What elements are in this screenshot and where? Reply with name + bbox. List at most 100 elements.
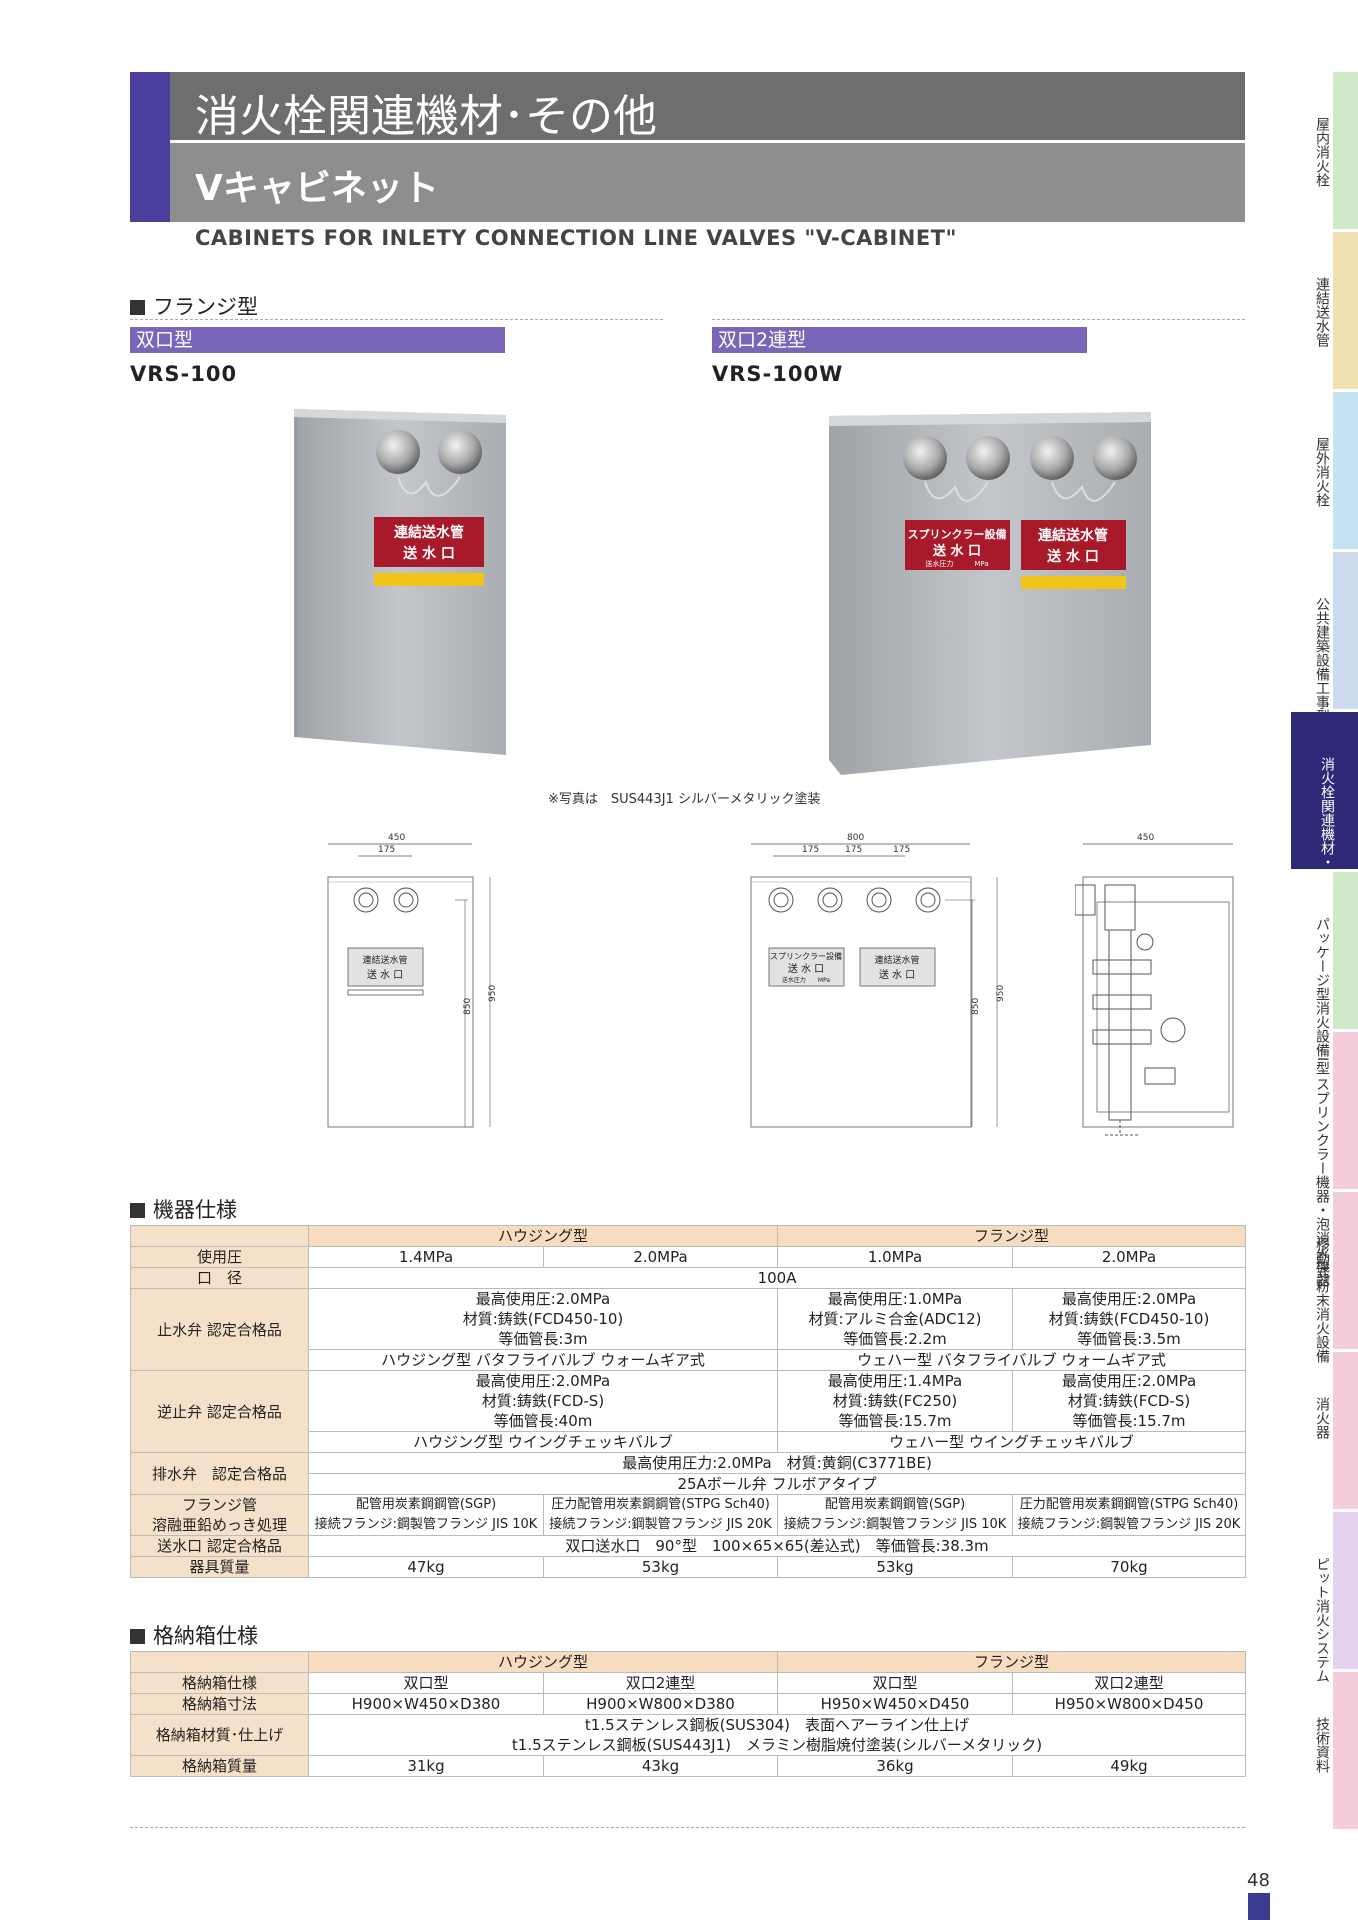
drawing-sign-text: 送 水 口 bbox=[367, 968, 403, 981]
drawing-sign-text: 連結送水管 bbox=[362, 954, 407, 966]
outlet-cap-icon bbox=[1030, 436, 1074, 480]
cell-line: 等価管長:15.7m bbox=[1072, 1412, 1186, 1430]
column-header-flange: フランジ型 bbox=[777, 1225, 1247, 1247]
cell-line: 最高使用圧:2.0MPa bbox=[1061, 1372, 1197, 1390]
cell-line: 等価管長:3.5m bbox=[1077, 1330, 1181, 1348]
sign-text: 連結送水管 bbox=[1038, 527, 1108, 544]
row-label: 器具質量 bbox=[130, 1556, 309, 1578]
column-header-housing: ハウジング型 bbox=[307, 1225, 779, 1247]
dimension-label: 450 bbox=[1137, 833, 1154, 843]
table-cell: 31kg bbox=[308, 1755, 544, 1777]
cell-line: 材質:アルミ合金(ADC12) bbox=[808, 1310, 982, 1328]
row-label: 止水弁 認定合格品 bbox=[130, 1288, 309, 1371]
row-label: 口 径 bbox=[130, 1267, 309, 1289]
table-cell: ウェハー型 バタフライバルブ ウォームギア式 bbox=[777, 1349, 1247, 1371]
side-tab-label[interactable]: 連結送水管 bbox=[1314, 277, 1330, 347]
side-tab-label[interactable]: パッケージ型消火設備I型 bbox=[1314, 917, 1330, 1076]
outlet-cap-icon bbox=[903, 436, 947, 480]
table-cell: 圧力配管用炭素鋼鋼管(STPG Sch40)接続フランジ:鋼製管フランジ JIS… bbox=[542, 1494, 779, 1536]
sign-text: 送水圧力 MPa bbox=[925, 559, 988, 568]
box-table: ハウジング型 フランジ型 格納箱仕様 双口型 双口2連型 双口型 双口2連型 格… bbox=[130, 1651, 1247, 1777]
side-tab-bar[interactable] bbox=[1333, 552, 1358, 709]
section-heading-text: 格納箱仕様 bbox=[153, 1624, 258, 1648]
side-tab-label[interactable]: 消火器 bbox=[1314, 1397, 1330, 1439]
cell-line: 接続フランジ:鋼製管フランジ JIS 20K bbox=[549, 1517, 772, 1532]
yellow-strip bbox=[374, 573, 484, 586]
row-label: 送水口 認定合格品 bbox=[130, 1535, 309, 1557]
table-cell: 圧力配管用炭素鋼鋼管(STPG Sch40)接続フランジ:鋼製管フランジ JIS… bbox=[1012, 1494, 1247, 1536]
row-label: 格納箱仕様 bbox=[130, 1672, 309, 1694]
table-row: 送水口 認定合格品 双口送水口 90°型 100×65×65(差込式) 等価管長… bbox=[130, 1535, 1247, 1557]
table-cell: 53kg bbox=[542, 1556, 779, 1578]
cell-line: 最高使用圧:1.4MPa bbox=[827, 1372, 963, 1390]
side-tab-label[interactable]: 公共建築設備工事型 bbox=[1314, 597, 1330, 723]
side-tab-bar[interactable] bbox=[1333, 1032, 1358, 1189]
header-title-bar: 消火栓関連機材･その他 bbox=[130, 72, 1245, 142]
side-tab-bar[interactable] bbox=[1333, 1192, 1358, 1349]
cell-line: 最高使用圧:2.0MPa bbox=[475, 1372, 611, 1390]
table-cell: 43kg bbox=[542, 1755, 779, 1777]
side-tab-label[interactable]: 消火栓関連機材・その他 bbox=[1319, 757, 1335, 911]
outlet-cap-icon bbox=[966, 436, 1010, 480]
sign-text: 送 水 口 bbox=[402, 545, 455, 562]
table-cell: 最高使用圧力:2.0MPa 材質:黄銅(C3771BE) bbox=[307, 1452, 1247, 1474]
side-tab-bar[interactable] bbox=[1333, 232, 1358, 389]
side-tab-bar[interactable] bbox=[1333, 1512, 1358, 1669]
row-label: 格納箱寸法 bbox=[130, 1693, 309, 1715]
side-tab-bar[interactable] bbox=[1333, 1672, 1358, 1829]
table-cell: 47kg bbox=[308, 1556, 544, 1578]
square-bullet-icon bbox=[130, 300, 145, 315]
table-row: 口 径 100A bbox=[130, 1267, 1247, 1289]
header-subtitle-bar: Vキャビネット bbox=[130, 143, 1245, 222]
drawing-sign-text: 送 水 口 bbox=[788, 962, 824, 975]
cell-line: 溶融亜鉛めっき処理 bbox=[151, 1516, 287, 1534]
cell-line: 接続フランジ:鋼製管フランジ JIS 20K bbox=[1017, 1517, 1241, 1532]
sign-text: 送 水 口 bbox=[932, 543, 981, 559]
table-cell: H900×W450×D380 bbox=[308, 1693, 544, 1715]
cell-line: 配管用炭素鋼鋼管(SGP) bbox=[355, 1497, 497, 1512]
table-cell: 2.0MPa bbox=[542, 1246, 779, 1268]
dimension-label: 175 bbox=[845, 845, 862, 855]
drawing-sign-text: 連結送水管 bbox=[874, 954, 919, 966]
table-cell: 2.0MPa bbox=[1012, 1246, 1247, 1268]
side-tab-bar[interactable] bbox=[1333, 392, 1358, 549]
yellow-strip bbox=[1021, 576, 1126, 589]
table-cell: 双口送水口 90°型 100×65×65(差込式) 等価管長:38.3m bbox=[307, 1535, 1247, 1557]
side-tab-label[interactable]: 屋外消火栓 bbox=[1314, 437, 1330, 507]
column-header-housing: ハウジング型 bbox=[307, 1651, 779, 1673]
side-tab-label[interactable]: 移動式粉末消火設備 bbox=[1314, 1237, 1330, 1363]
outlet-sign bbox=[374, 517, 484, 567]
section-heading-spec: 機器仕様 bbox=[130, 1194, 237, 1224]
table-row: ハウジング型 フランジ型 bbox=[130, 1651, 1247, 1673]
table-row: 格納箱質量 31kg 43kg 36kg 49kg bbox=[130, 1755, 1247, 1777]
drawing-vrs100w-front: 800 175 175 175 スプリンクラー設備 送 水 口 送水圧力 MPa… bbox=[750, 833, 1006, 1128]
row-label: 格納箱質量 bbox=[130, 1755, 309, 1777]
side-tab-label[interactable]: 屋内消火栓 bbox=[1314, 117, 1330, 187]
side-tab-label[interactable]: スプリンクラー機器・泡消火機器 bbox=[1314, 1077, 1330, 1287]
outlet-sign bbox=[905, 520, 1010, 570]
side-tab-bar[interactable] bbox=[1333, 712, 1358, 869]
header-accent bbox=[130, 72, 170, 222]
dimension-label: 800 bbox=[847, 833, 864, 843]
dimension-label: 175 bbox=[378, 845, 395, 855]
page-title: 消火栓関連機材･その他 bbox=[195, 91, 657, 142]
column-header-flange: フランジ型 bbox=[777, 1651, 1247, 1673]
side-tab-label[interactable]: ピット消火システム bbox=[1314, 1557, 1330, 1683]
side-tab-bar[interactable] bbox=[1333, 72, 1358, 229]
outlet-sign bbox=[1021, 520, 1126, 570]
table-row: 格納箱寸法 H900×W450×D380 H900×W800×D380 H950… bbox=[130, 1693, 1247, 1715]
table-row: 使用圧 1.4MPa 2.0MPa 1.0MPa 2.0MPa bbox=[130, 1246, 1247, 1268]
side-tab-bar[interactable] bbox=[1333, 1352, 1358, 1509]
side-tab-bar[interactable] bbox=[1333, 872, 1358, 1029]
table-row: ハウジング型 フランジ型 bbox=[130, 1225, 1247, 1247]
dimension-label: 175 bbox=[802, 845, 819, 855]
cell-line: フランジ管 bbox=[181, 1496, 257, 1514]
cabinet-photo-vrs100: 連結送水管 送 水 口 bbox=[294, 409, 506, 755]
cell-line: 材質:鋳鉄(FCD-S) bbox=[481, 1392, 605, 1410]
side-tab-label[interactable]: 技術資料 bbox=[1314, 1717, 1330, 1773]
